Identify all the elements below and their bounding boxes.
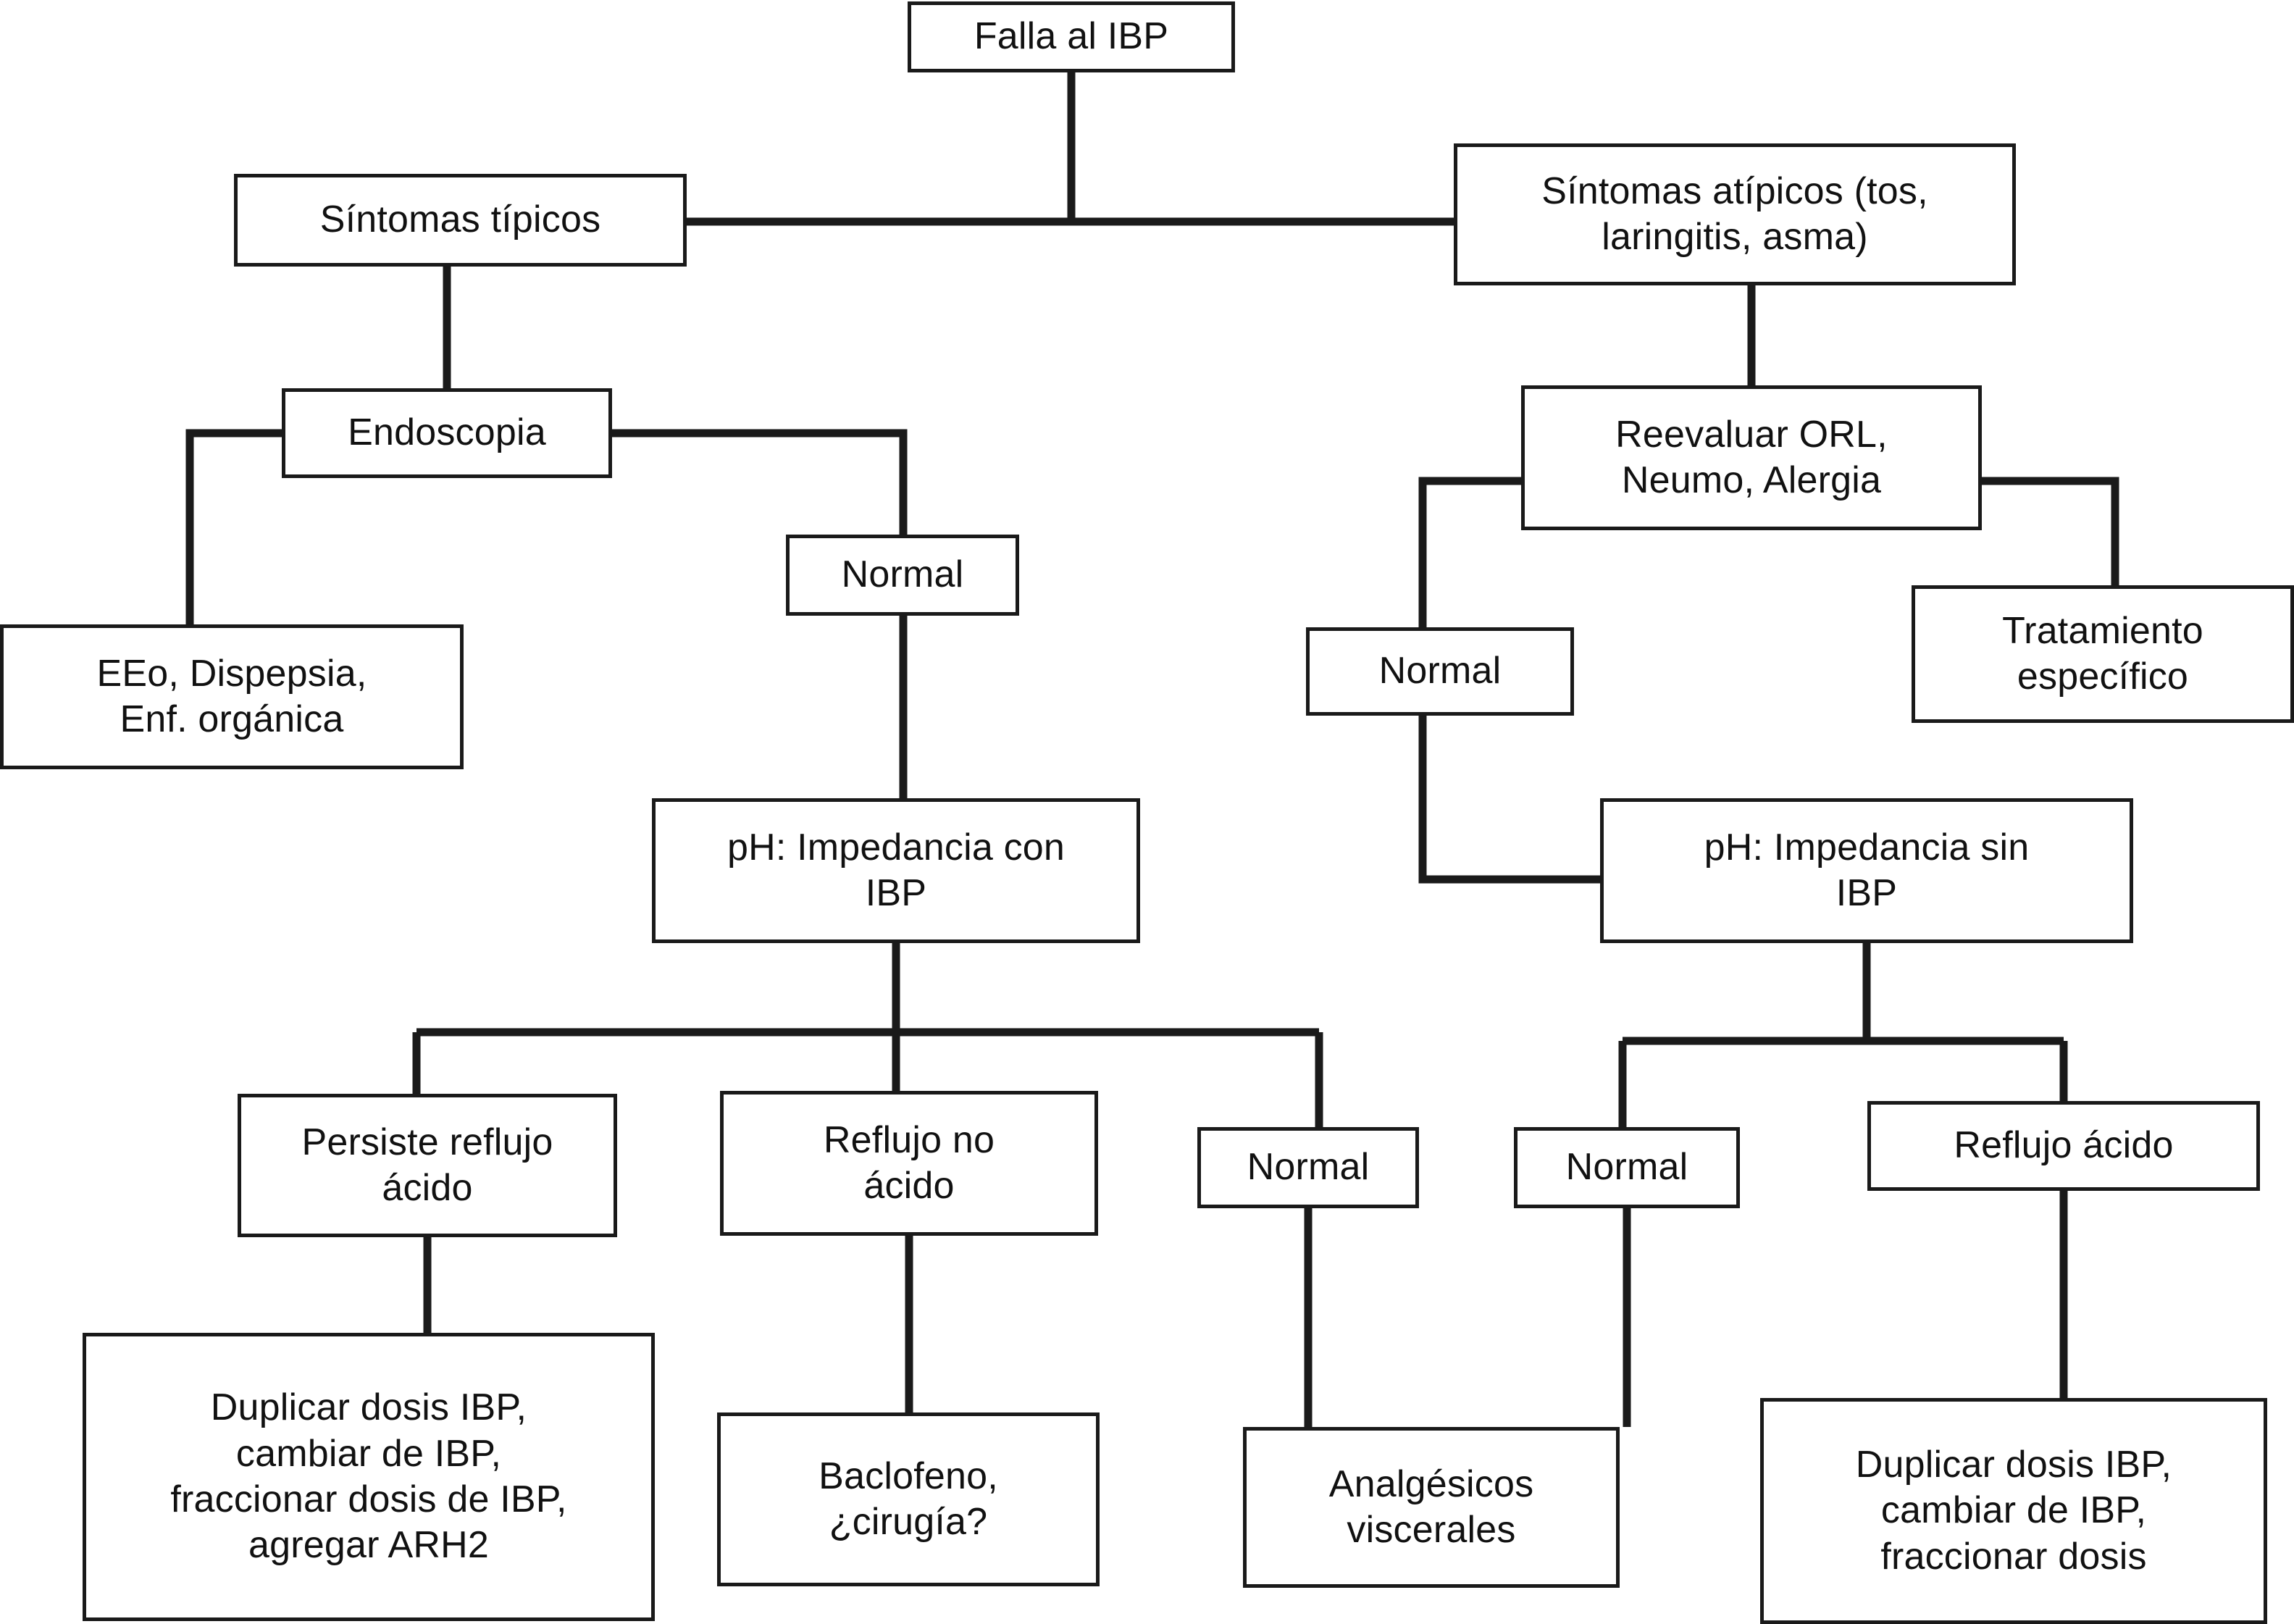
node-baclofeno-cirugia[interactable]: Baclofeno, ¿cirugía? [717, 1412, 1100, 1586]
node-normal-sin-ibp[interactable]: Normal [1514, 1127, 1740, 1208]
node-sintomas-atipicos[interactable]: Síntomas atípicos (tos, laringitis, asma… [1454, 143, 2016, 285]
node-falla-ibp[interactable]: Falla al IBP [908, 1, 1235, 72]
node-tratamiento-especifico[interactable]: Tratamiento específico [1912, 585, 2294, 723]
node-sintomas-tipicos[interactable]: Síntomas típicos [234, 174, 687, 267]
node-persiste-reflujo-acido[interactable]: Persiste reflujo ácido [238, 1094, 617, 1237]
edge-reevaluar-normal [1418, 477, 1521, 627]
node-normal-con-ibp[interactable]: Normal [1197, 1127, 1419, 1208]
node-eeo-dispepsia[interactable]: EEo, Dispepsia, Enf. orgánica [0, 624, 464, 769]
node-analgesicos-viscerales[interactable]: Analgésicos viscerales [1243, 1427, 1620, 1588]
edge-endoscopia-eeo [185, 429, 282, 624]
node-normal-endoscopia[interactable]: Normal [786, 535, 1019, 616]
node-endoscopia[interactable]: Endoscopia [282, 388, 612, 478]
edge-normal-ph-sin [1418, 716, 1600, 884]
node-duplicar-dosis-arh2[interactable]: Duplicar dosis IBP, cambiar de IBP, frac… [83, 1333, 655, 1621]
node-ph-impedancia-con-ibp[interactable]: pH: Impedancia con IBP [652, 798, 1140, 943]
node-reevaluar-orl[interactable]: Reevaluar ORL, Neumo, Alergia [1521, 385, 1982, 530]
node-ph-impedancia-sin-ibp[interactable]: pH: Impedancia sin IBP [1600, 798, 2133, 943]
node-reflujo-acido[interactable]: Reflujo ácido [1867, 1101, 2260, 1191]
edge-reevaluar-tratamiento [1982, 477, 2119, 585]
edge-endoscopia-normal [612, 429, 908, 535]
node-normal-orl[interactable]: Normal [1306, 627, 1574, 716]
node-duplicar-fraccionar-dosis[interactable]: Duplicar dosis IBP, cambiar de IBP, frac… [1760, 1398, 2267, 1624]
node-reflujo-no-acido[interactable]: Reflujo no ácido [720, 1091, 1098, 1236]
